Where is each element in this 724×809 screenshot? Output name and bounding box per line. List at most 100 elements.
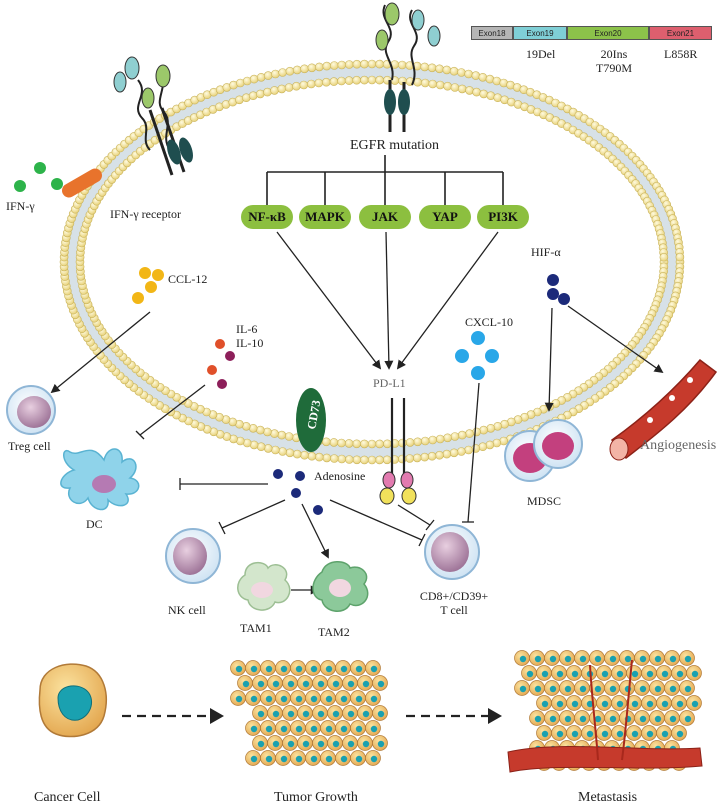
pathway-mapk: MAPK: [299, 205, 351, 229]
egfr-mutation-label: EGFR mutation: [350, 138, 440, 153]
membrane-bead: [277, 430, 287, 440]
membrane-bead: [435, 434, 445, 444]
membrane-bead: [397, 60, 407, 70]
tumor-growth-label: Tumor Growth: [274, 790, 358, 805]
tumor-cell-nucleus: [669, 715, 677, 723]
tumor-cell-nucleus: [272, 740, 280, 748]
tumor-cell-nucleus: [586, 700, 594, 708]
tam2-label: TAM2: [318, 625, 350, 639]
membrane-bead: [675, 252, 685, 262]
membrane-bead: [255, 425, 265, 435]
tumor-cell-nucleus: [549, 685, 557, 693]
membrane-bead: [443, 433, 452, 443]
membrane-bead: [367, 59, 377, 69]
dendritic-cell: [60, 448, 140, 511]
membrane-bead: [285, 66, 295, 76]
tumor-cell-nucleus: [534, 655, 542, 663]
regulation-lines: [50, 305, 664, 595]
membrane-bead: [248, 91, 258, 100]
membrane-bead: [485, 440, 495, 450]
tumor-cell-nucleus: [250, 665, 258, 673]
pathway-yap: YAP: [419, 205, 471, 229]
tumor-cell-nucleus: [571, 730, 579, 738]
membrane-bead: [435, 450, 444, 460]
cancer-cell-label: Cancer Cell: [34, 790, 101, 805]
membrane-bead: [420, 452, 430, 462]
tumor-cell-nucleus: [377, 710, 385, 718]
tumor-cell-nucleus: [646, 670, 654, 678]
tumor-cell-nucleus: [310, 725, 318, 733]
tumor-cell-nucleus: [601, 670, 609, 678]
membrane-bead: [337, 454, 347, 464]
tumor-cell-nucleus: [639, 655, 647, 663]
tumor-cell-nucleus: [646, 700, 654, 708]
tumor-cell-nucleus: [340, 755, 348, 763]
membrane-bead: [465, 429, 474, 438]
tcell-label-line2: T cell: [440, 603, 468, 617]
tumor-cell-nucleus: [556, 670, 564, 678]
tumor-cell-nucleus: [534, 685, 542, 693]
tumor-cell-nucleus: [519, 655, 527, 663]
tumor-cell-nucleus: [340, 695, 348, 703]
il10-label: IL-10: [236, 336, 264, 350]
membrane-bead: [367, 439, 377, 449]
membrane-bead: [292, 81, 301, 91]
cxcl10-label: CXCL-10: [465, 315, 513, 329]
membrane-bead: [427, 63, 437, 73]
membrane-bead: [472, 427, 481, 437]
membrane-bead: [360, 439, 369, 449]
tumor-cell-nucleus: [601, 700, 609, 708]
tumor-cell-nucleus: [295, 725, 303, 733]
progression-arrowhead: [210, 708, 224, 724]
tumor-cell-nucleus: [302, 710, 310, 718]
treg-cell: [6, 385, 56, 435]
tumor-cell-nucleus: [250, 695, 258, 703]
membrane-bead: [479, 425, 489, 435]
membrane-bead: [299, 80, 309, 90]
tumor-cell-nucleus: [287, 710, 295, 718]
membrane-bead: [314, 452, 324, 462]
tumor-cell-nucleus: [355, 725, 363, 733]
membrane-bead: [263, 87, 272, 97]
tumor-cell-nucleus: [287, 740, 295, 748]
membrane-bead: [329, 438, 339, 447]
pathway-nfkb: NF-κB: [241, 205, 293, 229]
mutation-20ins: 20Ins: [600, 47, 628, 61]
membrane-bead: [329, 61, 339, 70]
membrane-bead: [322, 453, 332, 463]
membrane-bead: [307, 63, 317, 73]
pdl1-receptor: [379, 398, 417, 505]
tam1-label: TAM1: [240, 621, 272, 635]
membrane-bead: [271, 69, 280, 79]
membrane-bead: [284, 432, 294, 441]
membrane-bead: [479, 89, 489, 99]
tumor-cell-nucleus: [295, 695, 303, 703]
tumor-cell-nucleus: [556, 730, 564, 738]
membrane-bead: [270, 86, 279, 95]
membrane-bead: [412, 453, 422, 463]
membrane-bead: [375, 59, 384, 69]
membrane-bead: [435, 80, 445, 90]
membrane-bead: [352, 59, 362, 69]
membrane-bead: [329, 77, 339, 86]
tumor-cell-nucleus: [280, 695, 288, 703]
adenosine-label: Adenosine: [314, 469, 366, 483]
membrane-bead: [360, 59, 369, 69]
membrane-bead: [344, 76, 354, 85]
membrane-bead: [478, 73, 488, 82]
tumor-cell-nucleus: [355, 695, 363, 703]
membrane-bead: [457, 447, 466, 456]
membrane-bead: [457, 430, 467, 440]
membrane-bead: [449, 448, 459, 458]
tumor-cell-nucleus: [302, 740, 310, 748]
membrane-bead: [457, 84, 467, 94]
tumor-mass: [230, 660, 388, 766]
tumor-cell-nucleus: [340, 725, 348, 733]
tumor-cell-nucleus: [370, 725, 378, 733]
egfr-receptor-left: [113, 56, 193, 176]
mdsc-label: MDSC: [527, 494, 562, 508]
membrane-bead: [442, 65, 452, 75]
tumor-cell-nucleus: [661, 670, 669, 678]
membrane-bead: [375, 439, 384, 449]
tumor-cell-nucleus: [265, 665, 273, 673]
